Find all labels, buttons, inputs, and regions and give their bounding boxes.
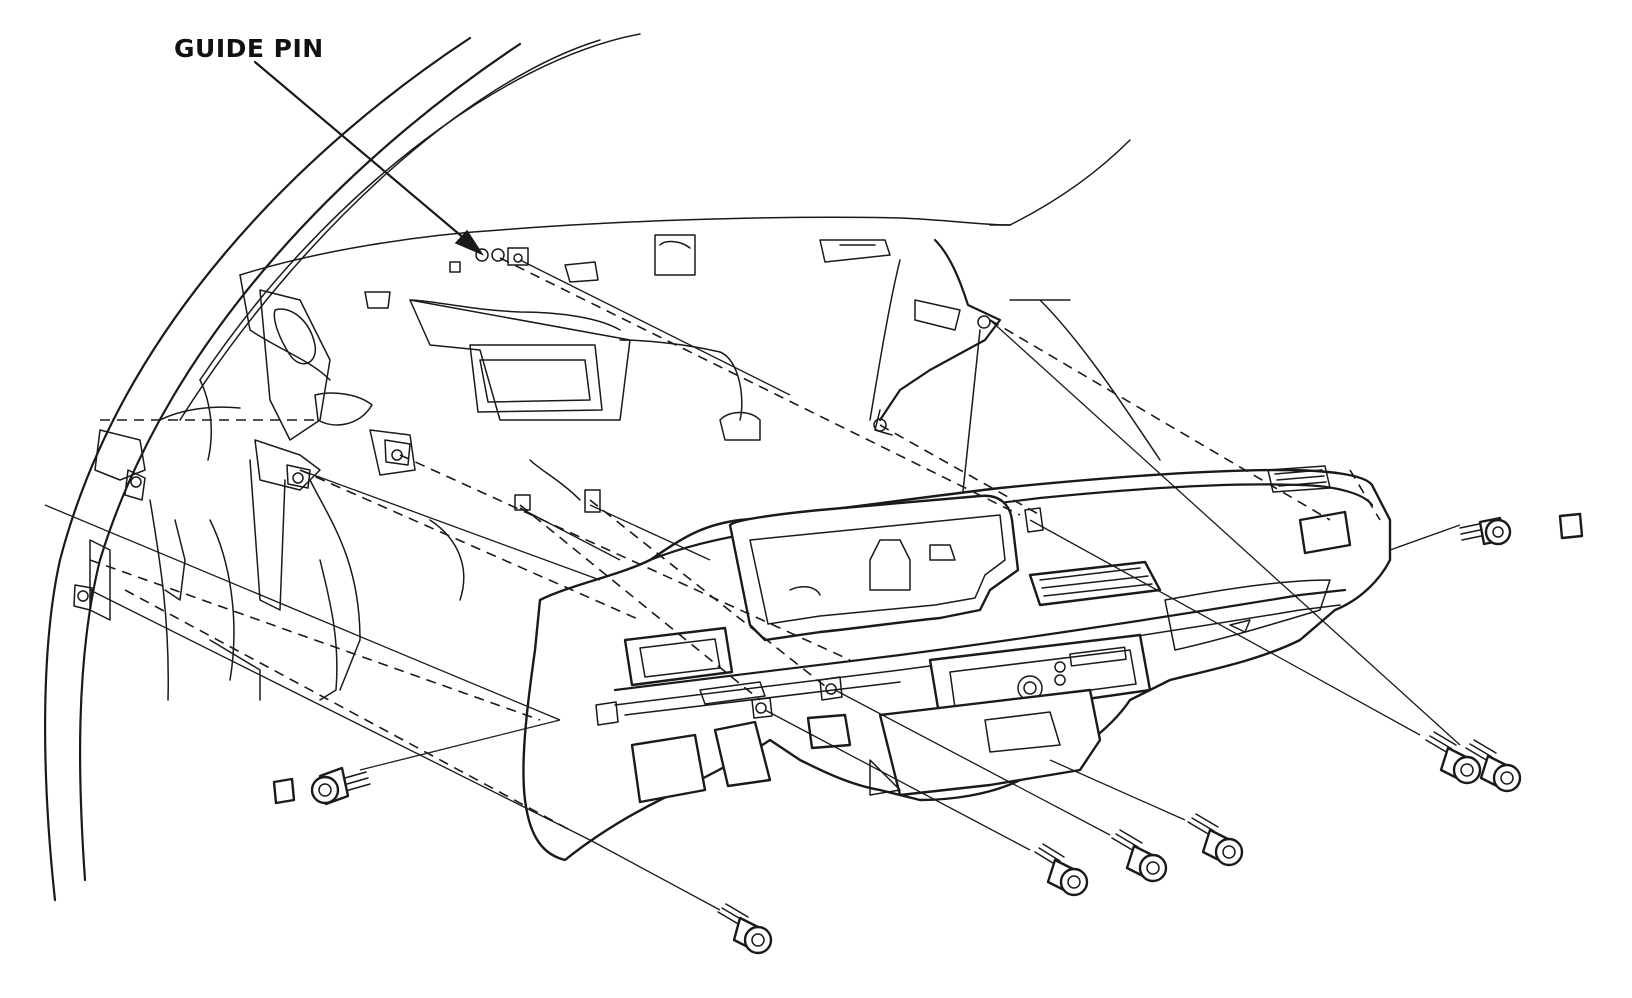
bolt-left	[310, 766, 371, 806]
bolt-right-1	[1425, 731, 1482, 785]
bolt-right-2	[1465, 739, 1522, 793]
nut-right-top	[1558, 512, 1584, 540]
guide-pin-arrow	[253, 60, 484, 256]
dashboard-panel	[522, 465, 1392, 862]
nut-left	[272, 777, 296, 805]
bolt-center-2	[1111, 829, 1168, 883]
firewall-body	[89, 216, 1161, 701]
bolt-center-1	[1034, 843, 1089, 897]
right-bracket	[873, 238, 1002, 436]
guide-pin-label: GUIDE PIN	[174, 34, 324, 63]
firewall-clips	[73, 247, 601, 611]
bolt-center-3	[1187, 813, 1244, 867]
fastener-leads	[44, 259, 1461, 911]
alignment-lines	[89, 257, 1381, 831]
guide-pin-hole	[475, 248, 489, 262]
bolt-right-top	[1459, 516, 1512, 546]
bolt-bottom-left	[717, 903, 773, 955]
